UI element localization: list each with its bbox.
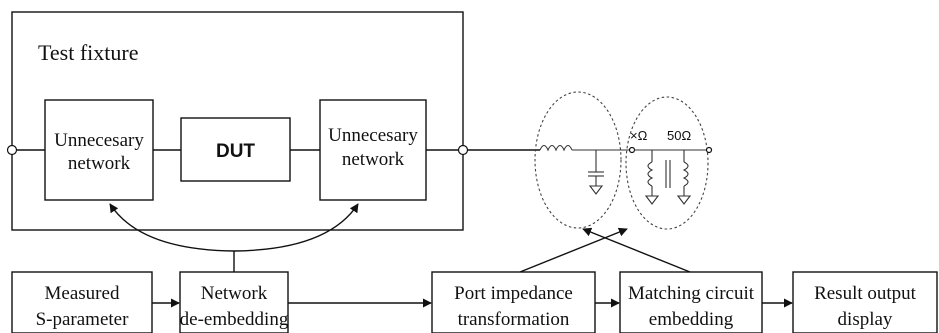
flow-step-port-impedance-line2: transformation bbox=[458, 309, 570, 330]
left-port-terminal bbox=[6, 144, 18, 156]
test-fixture-label: Test fixture bbox=[38, 40, 138, 65]
flow-step-port-impedance-line1: Port impedance bbox=[454, 283, 573, 304]
flow-step-deembedding-line2: de-embedding bbox=[180, 309, 289, 330]
matching-network-ellipse-2 bbox=[625, 96, 709, 230]
port-to-matching-arrow bbox=[519, 227, 628, 273]
impedance-left-label: ×Ω bbox=[630, 128, 648, 143]
capacitor-symbol bbox=[588, 150, 604, 195]
dut-block: DUT bbox=[180, 117, 291, 182]
impedance-right-label: 50Ω bbox=[667, 128, 691, 143]
matching-network-ellipse-1 bbox=[534, 91, 622, 229]
flow-step-result-output-line1: Result output bbox=[814, 283, 917, 304]
deembed-arrow-left bbox=[109, 203, 235, 252]
flow-step-result-output: Result output display bbox=[792, 271, 938, 333]
matching-to-ellipse-arrow bbox=[582, 227, 691, 273]
inductor-symbol bbox=[539, 144, 632, 152]
flow-step-measured-line2: S-parameter bbox=[36, 309, 130, 330]
flow-step-deembedding: Network de-embedding bbox=[179, 271, 289, 333]
flow-step-result-output-line2: display bbox=[838, 309, 893, 330]
dut-label: DUT bbox=[216, 141, 255, 162]
flow-step-deembedding-line1: Network bbox=[201, 283, 268, 304]
left-unnecessary-network: Unnecesary network bbox=[44, 99, 154, 201]
flow-step-measured: Measured S-parameter bbox=[11, 271, 153, 333]
left-network-line2: network bbox=[68, 153, 131, 174]
right-port-terminal bbox=[457, 144, 469, 156]
transformer-symbol bbox=[628, 146, 713, 205]
right-unnecessary-network: Unnecesary network bbox=[319, 99, 427, 201]
right-network-line1: Unnecesary bbox=[328, 125, 418, 146]
right-network-line2: network bbox=[342, 149, 405, 170]
flow-step-matching-circuit: Matching circuit embedding bbox=[619, 271, 763, 333]
flow-step-measured-line1: Measured bbox=[45, 283, 120, 304]
flow-step-port-impedance: Port impedance transformation bbox=[431, 271, 596, 333]
left-network-line1: Unnecesary bbox=[54, 130, 144, 151]
flow-step-matching-circuit-line2: embedding bbox=[649, 309, 734, 330]
deembed-arrow-right bbox=[233, 203, 359, 252]
flow-step-matching-circuit-line1: Matching circuit bbox=[628, 283, 755, 304]
